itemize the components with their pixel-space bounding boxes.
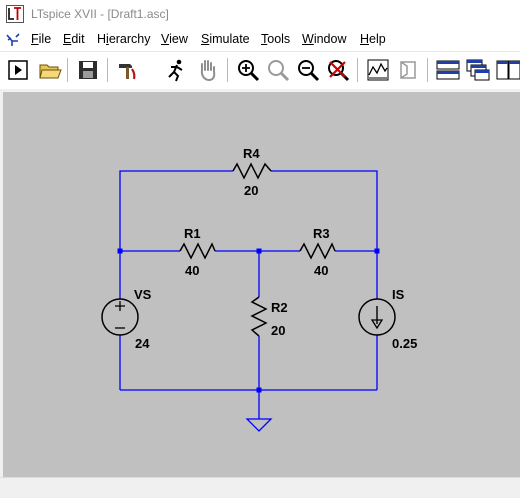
toolbar	[0, 51, 520, 90]
r2-name-label: R2	[271, 300, 288, 315]
resistor-r3[interactable]	[299, 242, 336, 260]
menu-simulate-label: imulate	[209, 32, 250, 46]
menu-tools-label: ools	[267, 32, 291, 46]
save-icon[interactable]	[75, 57, 101, 83]
menu-window-accel: W	[302, 32, 314, 46]
window-title: LTspice XVII - [Draft1.asc]	[31, 7, 169, 21]
schematic-document-icon[interactable]	[5, 32, 21, 48]
resistor-r1[interactable]	[179, 242, 216, 260]
running-man-icon[interactable]	[163, 57, 189, 83]
junctions	[117, 248, 380, 393]
r2-value-label: 20	[271, 323, 285, 338]
menu-edit[interactable]: Edit	[63, 32, 85, 46]
r1-name-label: R1	[184, 226, 201, 241]
is-value-label: 0.25	[392, 336, 417, 351]
menu-view-accel: V	[161, 32, 170, 46]
menu-help-label: elp	[369, 32, 386, 46]
vs-value-label: 24	[135, 336, 150, 351]
r1-value-label: 40	[185, 263, 199, 278]
toolbar-separator	[357, 58, 358, 82]
resistor-r2[interactable]	[250, 296, 268, 337]
zoom-pan-icon[interactable]	[265, 57, 291, 83]
menu-hierarchy-label: erarchy	[108, 32, 151, 46]
toolbar-separator	[67, 58, 68, 82]
junction-dot	[374, 248, 380, 254]
toolbar-separator	[427, 58, 428, 82]
menu-hierarchy-prefix: H	[97, 32, 107, 46]
r4-value-label: 20	[244, 183, 258, 198]
menu-tools[interactable]: Tools	[261, 32, 290, 46]
menu-file-label: ile	[38, 32, 52, 46]
menu-help-accel: H	[360, 32, 370, 46]
r4-name-label: R4	[243, 146, 260, 161]
ground-symbol[interactable]	[245, 418, 273, 432]
wire[interactable]	[271, 170, 378, 251]
menu-window[interactable]: Window	[302, 32, 346, 46]
current-source-is[interactable]	[358, 298, 396, 336]
title-bar: LTspice XVII - [Draft1.asc]	[0, 0, 520, 29]
junction-dot	[256, 248, 262, 254]
wires	[119, 170, 378, 419]
menu-file[interactable]: File	[31, 32, 51, 46]
toolbar-separator	[107, 58, 108, 82]
zoom-in-icon[interactable]	[235, 57, 261, 83]
menu-view[interactable]: View	[161, 32, 188, 46]
schematic-canvas[interactable]: R4 20 R1 40 R3 40 R2 20 VS 24 IS 0.25	[3, 92, 520, 477]
status-bar	[0, 477, 520, 498]
junction-dot	[117, 248, 123, 254]
schematic-drawing: R4 20 R1 40 R3 40 R2 20 VS 24 IS 0.25	[101, 146, 417, 432]
open-folder-icon[interactable]	[37, 57, 63, 83]
cascade-icon[interactable]	[465, 57, 491, 83]
menu-window-label: indow	[313, 32, 347, 46]
open-symbol-icon[interactable]	[395, 57, 421, 83]
halt-hand-icon[interactable]	[195, 57, 221, 83]
menu-edit-accel: E	[63, 32, 72, 46]
menu-file-accel: F	[31, 32, 39, 46]
canvas-frame: R4 20 R1 40 R3 40 R2 20 VS 24 IS 0.25	[0, 89, 520, 477]
menu-hierarchy-accel: i	[106, 32, 109, 46]
menu-simulate[interactable]: Simulate	[201, 32, 250, 46]
menu-bar: File Edit Hierarchy View Simulate Tools …	[0, 29, 520, 50]
menu-edit-label: dit	[71, 32, 85, 46]
menu-view-label: iew	[169, 32, 188, 46]
menu-simulate-accel: S	[201, 32, 210, 46]
resistor-r4[interactable]	[232, 162, 272, 180]
toolbar-separator	[227, 58, 228, 82]
zoom-cancel-icon[interactable]	[325, 57, 351, 83]
menu-help[interactable]: Help	[360, 32, 386, 46]
tile-vertical-icon[interactable]	[495, 57, 520, 83]
is-name-label: IS	[392, 287, 405, 302]
waveform-icon[interactable]	[365, 57, 391, 83]
wire[interactable]	[119, 170, 233, 251]
r3-name-label: R3	[313, 226, 330, 241]
run-icon[interactable]	[5, 57, 31, 83]
junction-dot	[256, 387, 262, 393]
zoom-out-icon[interactable]	[295, 57, 321, 83]
ltspice-logo-icon	[6, 5, 24, 23]
menu-hierarchy[interactable]: Hierarchy	[97, 32, 151, 46]
tile-horizontal-icon[interactable]	[435, 57, 461, 83]
hammer-icon[interactable]	[115, 57, 141, 83]
menu-tools-accel: T	[261, 32, 268, 46]
voltage-source-vs[interactable]	[101, 298, 139, 336]
r3-value-label: 40	[314, 263, 328, 278]
vs-name-label: VS	[134, 287, 152, 302]
